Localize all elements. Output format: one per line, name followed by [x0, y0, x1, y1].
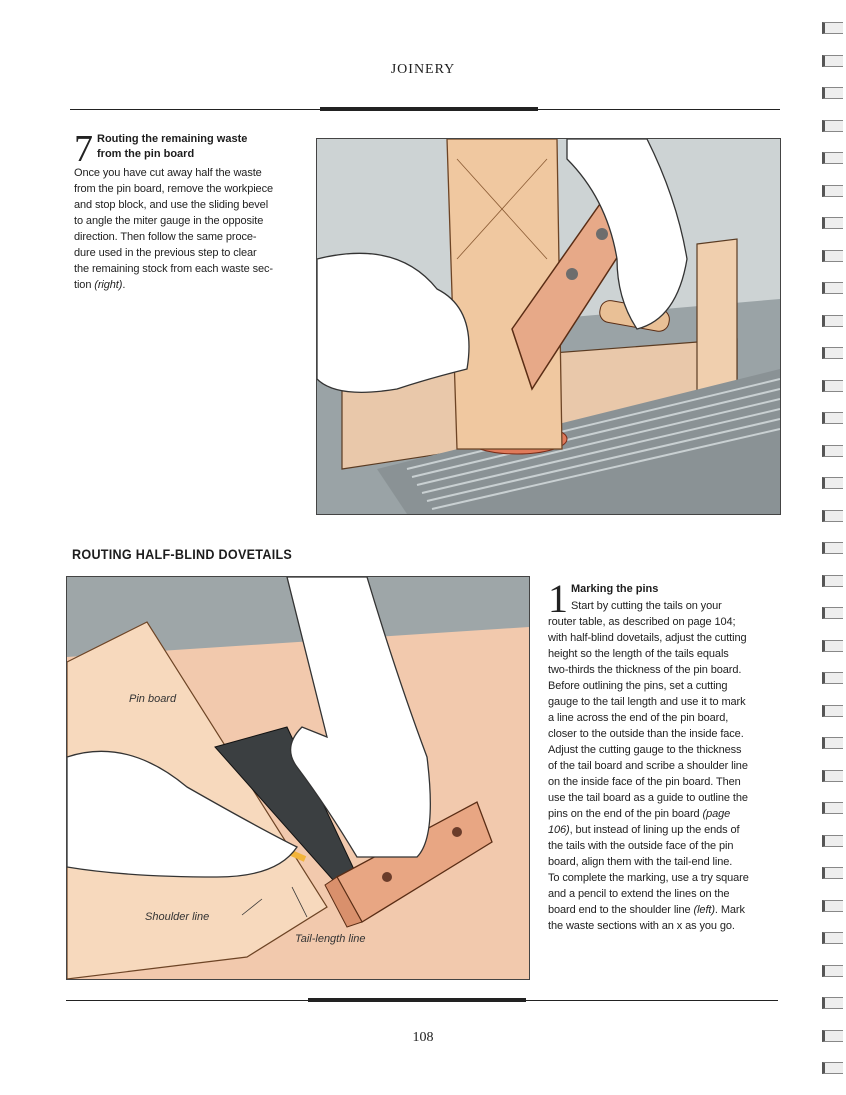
step-1-line: use the tail board as a guide to outline… [548, 792, 748, 804]
step-7-heading: Routing the remaining waste from the pin… [97, 132, 247, 162]
spiral-ring [822, 542, 843, 554]
marking-pins-svg: Pin board Shoulder line Tail-length line [67, 577, 529, 979]
tail-length-line-label: Tail-length line [295, 933, 366, 945]
step-1-line: and a pencil to extend the lines on the [548, 888, 730, 900]
figure-ref: (right) [94, 279, 123, 291]
marking-pins-illustration: Pin board Shoulder line Tail-length line [66, 576, 530, 980]
step-7-heading-line2: from the pin board [97, 148, 195, 160]
spiral-ring [822, 802, 843, 814]
text-span: . Mark [714, 904, 745, 916]
spiral-ring [822, 54, 843, 67]
step-1-line: on the inside face of the pin board. The… [548, 776, 741, 788]
step-1-line: gauge to the tail length and use it to m… [548, 696, 746, 708]
spiral-ring [822, 22, 843, 34]
spiral-ring [822, 477, 843, 489]
step-7-line: Once you have cut away half the waste [74, 167, 262, 179]
step-1-line: pins on the end of the pin board (page [548, 806, 780, 822]
step-1-number: 1 [548, 576, 568, 621]
step-7-heading-line1: Routing the remaining waste [97, 133, 248, 145]
figure-ref: (page [702, 808, 731, 820]
spiral-ring [822, 737, 843, 749]
step-1-line: board, align them with the tail-end line… [548, 856, 733, 868]
spiral-ring [822, 574, 843, 587]
step-1-line: 106), but instead of lining up the ends … [548, 822, 780, 838]
step-1-line: closer to the outside than the inside fa… [548, 728, 744, 740]
spiral-ring [822, 412, 843, 424]
spiral-ring [822, 249, 843, 262]
spiral-ring [822, 639, 843, 652]
spiral-ring [822, 769, 843, 782]
spiral-ring [822, 704, 843, 717]
step-1-line: of the tail board and scribe a shoulder … [548, 760, 748, 772]
shoulder-line-label: Shoulder line [145, 911, 209, 923]
step-7-body: Once you have cut away half the waste fr… [74, 165, 306, 293]
step-7-line: from the pin board, remove the workpiece [74, 183, 273, 195]
spiral-ring [822, 152, 843, 164]
spiral-ring [822, 314, 843, 327]
spiral-ring [822, 282, 843, 294]
running-head: JOINERY [390, 62, 456, 77]
header-rule-accent [320, 107, 538, 111]
step-7-line: to angle the miter gauge in the opposite [74, 215, 264, 227]
step-1-line: To complete the marking, use a try squar… [548, 872, 749, 884]
spiral-ring [822, 509, 843, 522]
step-1-line: Adjust the cutting gauge to the thicknes… [548, 744, 742, 756]
step-1-line: the waste sections with an x as you go. [548, 920, 735, 932]
section-heading: ROUTING HALF-BLIND DOVETAILS [72, 546, 293, 562]
spiral-ring [822, 964, 843, 977]
spiral-ring [822, 444, 843, 457]
pin-board-label: Pin board [129, 693, 177, 705]
step-7-line-last: tion (right). [74, 277, 306, 293]
step-1-line: Before outlining the pins, set a cutting [548, 680, 728, 692]
page-number: 108 [412, 1030, 434, 1045]
step-7-line: dure used in the previous step to clear [74, 247, 257, 259]
spiral-ring [822, 899, 843, 912]
step-7-line: the remaining stock from each waste sec- [74, 263, 273, 275]
text-span: board end to the shoulder line [548, 904, 694, 916]
spiral-ring [822, 379, 843, 392]
spiral-ring [822, 932, 843, 944]
step-1-line: two-thirds the thickness of the pin boar… [548, 664, 742, 676]
step-1-line: the tails with the outside face of the p… [548, 840, 734, 852]
spiral-ring [822, 1062, 843, 1074]
text-span: , but instead of lining up the ends of [569, 824, 740, 836]
spiral-ring [822, 1029, 843, 1042]
step-1-first-line: Start by cutting the tails on your [571, 600, 722, 612]
spiral-ring [822, 867, 843, 879]
spiral-ring [822, 184, 843, 197]
spiral-ring [822, 834, 843, 847]
step-1-body: router table, as described on page 104; … [548, 614, 780, 934]
spiral-ring [822, 347, 843, 359]
step-1-heading: Marking the pins [571, 583, 659, 595]
text-span: . [122, 279, 126, 291]
spiral-ring [822, 87, 843, 99]
router-table-svg [317, 139, 780, 514]
step-1-line: height so the length of the tails equals [548, 648, 729, 660]
spiral-ring [822, 672, 843, 684]
spiral-ring [822, 997, 843, 1009]
figure-ref: 106) [548, 824, 570, 836]
spiral-ring [822, 217, 843, 229]
spiral-ring [822, 607, 843, 619]
figure-ref: (left) [693, 904, 716, 916]
footer-rule-accent [308, 998, 526, 1002]
step-7-line: direction. Then follow the same proce- [74, 231, 257, 243]
step-1-line: board end to the shoulder line (left). M… [548, 902, 780, 918]
step-7-line: and stop block, and use the sliding beve… [74, 199, 269, 211]
spiral-ring [822, 119, 843, 132]
text-span: tion [74, 279, 95, 291]
step-1-line: with half-blind dovetails, adjust the cu… [548, 632, 747, 644]
spiral-binding [816, 0, 846, 1095]
step-1-line: a line across the end of the pin board, [548, 712, 729, 724]
router-table-illustration [316, 138, 781, 515]
step-1-line: router table, as described on page 104; [548, 616, 736, 628]
text-span: pins on the end of the pin board [548, 808, 703, 820]
step-7-number: 7 [74, 128, 93, 170]
